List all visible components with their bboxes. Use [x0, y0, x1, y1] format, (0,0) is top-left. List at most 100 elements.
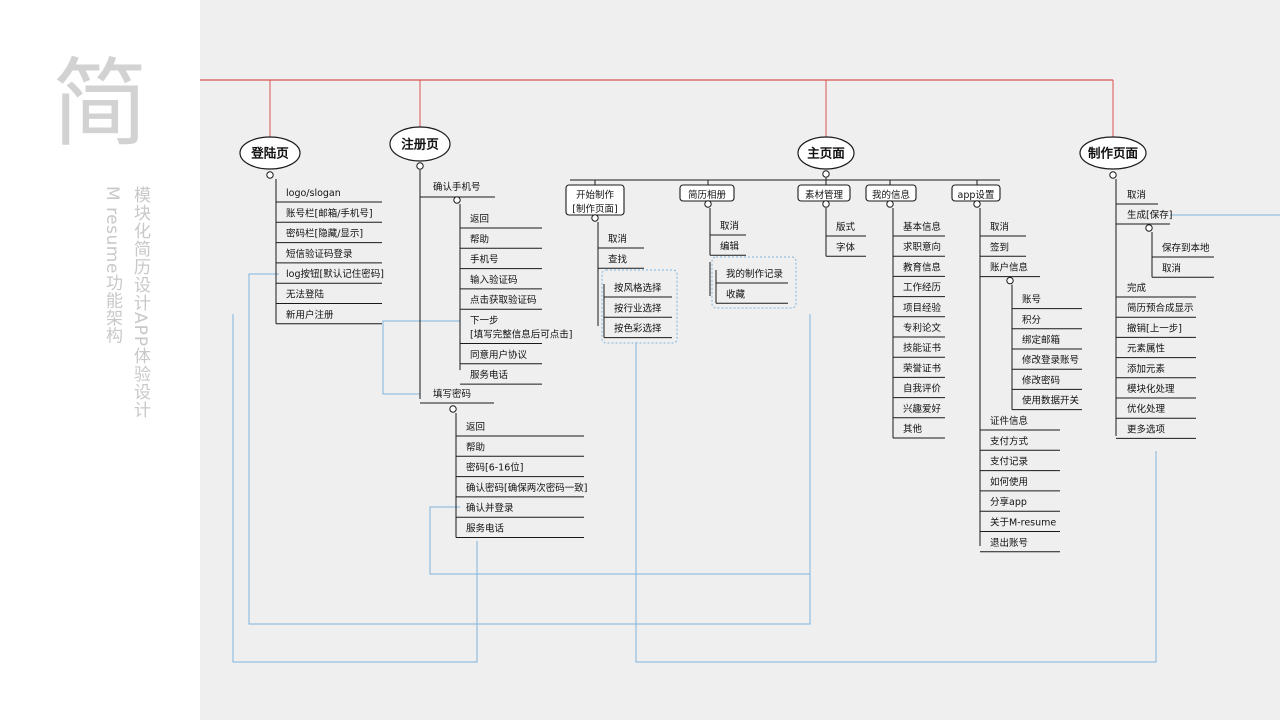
style-options-item: 按风格选择 — [614, 282, 662, 294]
material-items-item: 字体 — [836, 241, 856, 253]
account-items-item: 修改密码 — [1022, 374, 1060, 386]
settings-item: 分享app — [990, 496, 1027, 508]
make-item: 取消 — [1127, 189, 1146, 201]
album-records-item: 我的制作记录 — [726, 268, 784, 280]
register-phone-item: 输入验证码 — [470, 274, 518, 286]
register-confirm-phone: 确认手机号 — [433, 181, 481, 193]
login-item: 密码栏[隐藏/显示] — [286, 228, 363, 240]
link-confirm-to-main — [429, 506, 810, 575]
start-making-branch-icon — [591, 214, 599, 222]
account-items-item: 修改登录账号 — [1022, 354, 1079, 366]
my-info-items-item: 求职意向 — [903, 241, 941, 253]
sidebar-panel: 简 M resume功能架构 模块化简历设计APP体验设计 — [0, 0, 200, 720]
main-page-title: 主页面 — [807, 146, 845, 161]
make-item: 简历预合成显示 — [1127, 302, 1194, 314]
register-phone-item: [填写完整信息后可点击] — [470, 329, 572, 341]
start-making-label: [制作页面] — [572, 203, 617, 215]
fill-password-branch-icon — [449, 405, 457, 413]
save-items-item: 取消 — [1162, 262, 1181, 274]
material-items-item: 版式 — [836, 221, 856, 233]
start-making-label: 开始制作 — [576, 189, 615, 201]
make-item: 撤销[上一步] — [1127, 322, 1182, 334]
save-items-item: 保存到本地 — [1162, 242, 1210, 254]
my-info-items-item: 技能证书 — [903, 342, 942, 354]
register-phone-item: 下一步 — [470, 316, 499, 327]
subtitle-chinese: 模块化简历设计APP体验设计 — [130, 186, 150, 420]
my-info-items-item: 教育信息 — [903, 261, 941, 273]
logo-character: 简 — [52, 48, 148, 160]
settings-item: 支付记录 — [990, 456, 1029, 468]
settings-item: 关于M-resume — [990, 517, 1056, 529]
register-fill-password: 填写密码 — [433, 388, 471, 400]
album-records-item: 收藏 — [726, 288, 746, 300]
make-save: 生成[保存] — [1127, 209, 1172, 221]
login-page-ellipse[interactable] — [239, 136, 301, 170]
make-item: 模块化处理 — [1127, 383, 1175, 395]
register-phone-item: 同意用户协议 — [470, 349, 528, 361]
settings-item: 支付方式 — [990, 435, 1029, 447]
register-password-item: 服务电话 — [466, 523, 505, 535]
login-branch-icon — [266, 171, 274, 179]
login-page-title: 登陆页 — [250, 146, 289, 161]
resume-album-label: 简历相册 — [688, 189, 727, 201]
my-info-items-item: 工作经历 — [903, 282, 941, 294]
make-page-ellipse[interactable] — [1079, 136, 1147, 170]
my-info-items-item: 项目经验 — [903, 302, 942, 314]
register-password-item: 密码[6-16位] — [466, 462, 523, 474]
settings-item: 如何使用 — [990, 476, 1028, 488]
register-password-item: 帮助 — [466, 441, 485, 453]
material-manage-label: 素材管理 — [805, 189, 844, 201]
make-item: 完成 — [1127, 282, 1147, 294]
my-info-items-item: 专利论文 — [903, 322, 942, 334]
login-item: 新用户注册 — [286, 309, 334, 321]
link-next-to-password — [382, 320, 460, 395]
make-page-title: 制作页面 — [1088, 146, 1139, 161]
login-item: 短信验证码登录 — [286, 248, 353, 260]
make-item: 优化处理 — [1127, 403, 1166, 415]
subtitle-english: M resume功能架构 — [102, 186, 122, 344]
album-items-item: 编辑 — [720, 240, 740, 252]
register-phone-item: 点击获取验证码 — [470, 294, 537, 306]
account-items-item: 账号 — [1022, 295, 1041, 306]
login-item: logo/slogan — [286, 188, 341, 199]
my-info-items-item: 基本信息 — [903, 221, 941, 233]
link-start-to-make — [635, 342, 1157, 663]
make-item: 更多选项 — [1127, 423, 1166, 435]
start-making-items-item: 取消 — [608, 233, 627, 245]
register-password-item: 返回 — [466, 421, 485, 433]
material-branch-icon — [822, 200, 830, 208]
my-info-items-item: 自我评价 — [903, 383, 942, 395]
app-settings-branch-icon — [973, 200, 981, 208]
register-phone-item: 服务电话 — [470, 369, 509, 381]
make-item: 元素属性 — [1127, 343, 1166, 355]
account-items-item: 绑定邮箱 — [1022, 334, 1060, 346]
register-password-item: 确认密码[确保两次密码一致] — [466, 482, 587, 494]
register-page-ellipse[interactable] — [389, 126, 451, 162]
make-item: 添加元素 — [1127, 363, 1166, 375]
confirm-phone-branch-icon — [453, 196, 461, 204]
app-settings-label: app设置 — [958, 190, 995, 201]
main-page-ellipse[interactable] — [797, 136, 855, 170]
register-branch-icon — [416, 162, 424, 170]
register-phone-item: 手机号 — [470, 254, 499, 266]
style-options-item: 按行业选择 — [614, 302, 662, 314]
my-info-items-item: 其他 — [903, 423, 923, 435]
login-item: log按钮[默认记住密码] — [286, 268, 384, 280]
style-options-group — [601, 269, 678, 344]
link-login-to-confirm — [232, 314, 478, 663]
settings-item: 签到 — [990, 241, 1009, 253]
account-items-item: 积分 — [1022, 314, 1042, 326]
resume-album-branch-icon — [704, 200, 712, 208]
architecture-diagram: 登陆页logo/slogan账号栏[邮箱/手机号]密码栏[隐藏/显示]短信验证码… — [200, 79, 1280, 663]
start-making-items-item: 查找 — [608, 253, 628, 265]
my-info-items-item: 荣誉证书 — [903, 362, 942, 374]
register-password-item: 确认并登录 — [466, 502, 514, 514]
album-items-item: 取消 — [720, 220, 739, 232]
settings-item: 取消 — [990, 221, 1009, 233]
style-options-item: 按色彩选择 — [614, 323, 662, 335]
my-info-items-item: 兴趣爱好 — [903, 403, 942, 415]
account-branch-icon — [1006, 276, 1014, 285]
account-items-item: 使用数据开关 — [1022, 395, 1080, 407]
